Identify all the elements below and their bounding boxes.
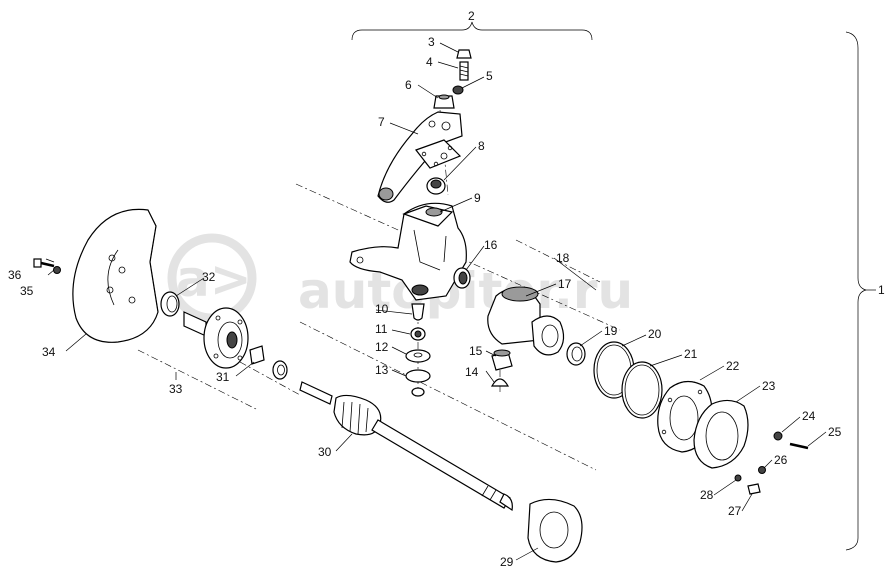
callout-26: 26 [774, 453, 788, 467]
part-8-gasket [415, 139, 462, 169]
watermark-logo-mark: a> [176, 250, 252, 308]
part-25-bolt [789, 442, 809, 450]
assembly-bracket-33 [137, 349, 259, 411]
callout-24: 24 [802, 409, 816, 423]
part-7-steering-arm [377, 111, 463, 203]
callout-2: 2 [468, 9, 475, 23]
callout-17: 17 [558, 277, 572, 291]
part-15-boot [491, 349, 513, 371]
part-27-bolt [747, 483, 761, 495]
part-36-bolt [33, 258, 55, 268]
callout-35: 35 [20, 284, 34, 298]
callout-27: 27 [728, 504, 742, 518]
part-35-washer [53, 266, 61, 274]
assembly-bracket-1 [845, 31, 876, 551]
callout-8: 8 [478, 139, 485, 153]
part-14-cap [490, 378, 510, 387]
callout-3: 3 [428, 35, 435, 49]
part-10-kingpin [411, 303, 425, 321]
part-9-steering-knuckle [349, 202, 467, 301]
callout-16: 16 [484, 238, 498, 252]
callout-12: 12 [375, 340, 389, 354]
part-34-brake-shield [72, 208, 159, 343]
part-24-nut [773, 431, 783, 441]
part-31-bushing [249, 345, 265, 365]
callout-21: 21 [684, 347, 698, 361]
callout-29: 29 [500, 555, 514, 569]
part-6-nut [433, 94, 455, 109]
part-31-hub-flange [183, 307, 249, 369]
callout-32: 32 [202, 270, 216, 284]
callout-10: 10 [375, 302, 389, 316]
callout-15: 15 [469, 344, 483, 358]
part-26-nut [758, 466, 766, 474]
part-17-spindle-housing [487, 286, 565, 356]
callout-36: 36 [8, 268, 22, 282]
part-3-nut [456, 49, 472, 59]
part-28-washer [734, 474, 742, 482]
part-23-cover [693, 399, 749, 469]
callout-34: 34 [42, 345, 56, 359]
callout-1: 1 [878, 283, 885, 297]
part-5-washer [452, 85, 464, 95]
callout-5: 5 [486, 69, 493, 83]
part-21-ring [621, 361, 663, 419]
callout-6: 6 [405, 78, 412, 92]
callout-labels: 1 2 3 4 5 6 7 8 9 10 11 12 13 14 15 16 1… [8, 9, 885, 569]
callout-9: 9 [474, 191, 481, 205]
part-30-drive-shaft [299, 381, 513, 512]
shaft-ring [272, 360, 288, 380]
callout-33: 33 [169, 382, 183, 396]
callout-4: 4 [426, 55, 433, 69]
part-4-stud [459, 61, 469, 81]
callout-20: 20 [648, 327, 662, 341]
callout-19: 19 [604, 324, 618, 338]
part-12-washer [405, 349, 431, 363]
part-11-bearing [410, 327, 426, 341]
callout-13: 13 [375, 363, 389, 377]
callout-14: 14 [465, 365, 479, 379]
callout-25: 25 [828, 425, 842, 439]
part-32-seal [160, 291, 180, 317]
leader-lines [45, 42, 827, 561]
callout-31: 31 [216, 370, 230, 384]
callout-23: 23 [762, 379, 776, 393]
callout-11: 11 [375, 322, 388, 336]
part-19-ring [566, 342, 586, 366]
callout-18: 18 [556, 251, 570, 265]
callout-30: 30 [318, 445, 332, 459]
callout-28: 28 [700, 488, 714, 502]
part-29-shim-plate [527, 498, 583, 563]
assembly-bracket-2 [351, 21, 593, 41]
callout-22: 22 [726, 359, 740, 373]
callout-7: 7 [378, 115, 385, 129]
part-8-bushing [426, 177, 446, 195]
part-16-seal [453, 267, 471, 289]
